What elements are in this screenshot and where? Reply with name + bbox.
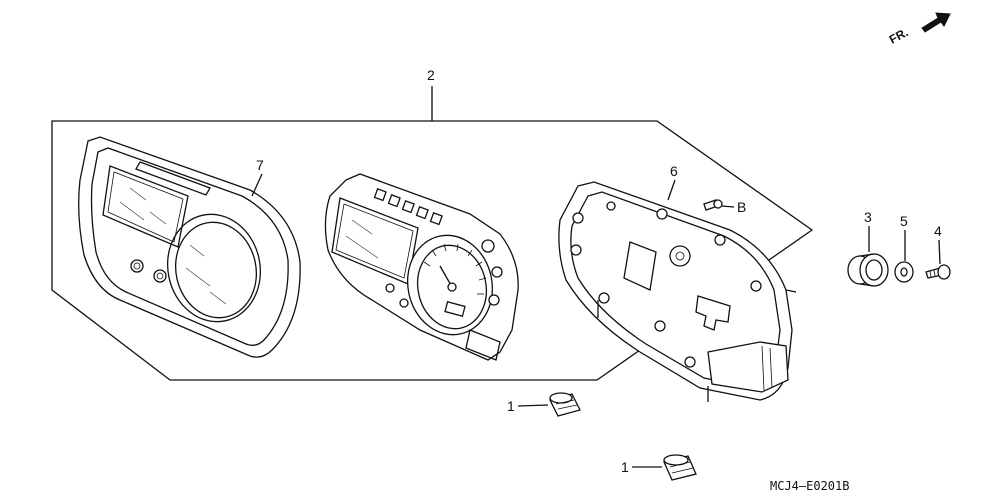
leader-b [721, 205, 735, 208]
part-4-screw [925, 264, 951, 280]
screw-b [703, 199, 723, 211]
diagram-code: MCJ4—E0201B [770, 479, 849, 493]
meter-inner-assembly [324, 173, 519, 361]
part-6-lower-case [558, 181, 797, 402]
callout-5: 5 [900, 213, 908, 229]
callout-b: B [737, 199, 746, 215]
front-direction-marker: FR. [887, 12, 951, 47]
callout-7: 7 [256, 157, 264, 173]
part-1-socket-lower [663, 454, 697, 481]
callout-1-lower: 1 [621, 459, 629, 475]
leader-7 [251, 173, 263, 197]
callout-4: 4 [934, 223, 942, 239]
leader-1-upper [517, 404, 549, 407]
callout-1-upper: 1 [507, 398, 515, 414]
callout-6: 6 [670, 163, 678, 179]
part-3-socket [847, 253, 889, 287]
front-direction-label: FR. [887, 25, 911, 46]
leader-6 [667, 179, 676, 201]
arrow-icon [921, 12, 951, 33]
assembly-outline [51, 120, 814, 381]
callout-2: 2 [427, 67, 435, 83]
leader-4 [938, 239, 941, 265]
callout-3: 3 [864, 209, 872, 225]
part-1-socket-upper [549, 392, 581, 417]
part-7-meter-cover [78, 136, 301, 358]
part-5-washer [894, 261, 914, 283]
